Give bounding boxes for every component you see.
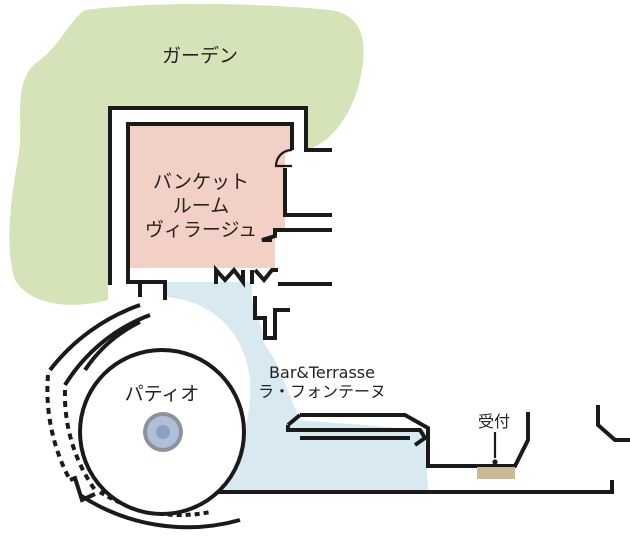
building-outer-wall <box>108 106 332 285</box>
bar-label-line2: ラ・フォンテーヌ <box>258 382 386 401</box>
reception-counter <box>477 467 515 479</box>
patio-door <box>69 475 96 503</box>
banquet-label-line1: バンケット <box>153 171 249 193</box>
patio-mid-ring <box>63 313 151 387</box>
fountain-center <box>156 425 170 439</box>
patio-inner-arc <box>83 320 141 372</box>
patio-label: パティオ <box>125 383 200 405</box>
reception-label: 受付 <box>478 412 510 431</box>
banquet-label-line3: ヴィラージュ <box>145 219 257 241</box>
building-east-wall <box>596 405 630 442</box>
bar-label-line1: Bar&Terrasse <box>269 363 375 382</box>
banquet-room-wall <box>126 122 294 297</box>
garden-area[interactable] <box>9 4 364 305</box>
bar-entry-wall <box>253 296 290 340</box>
banquet-bottom-wall <box>140 280 167 300</box>
banquet-east-wall <box>283 168 332 217</box>
banquet-doors <box>214 264 278 288</box>
banquet-label-line2: ルーム <box>173 195 229 217</box>
bar-counter <box>300 412 530 468</box>
banquet-door-arc <box>274 148 293 168</box>
reception-marker <box>492 459 498 465</box>
bar-counter-top <box>286 413 428 447</box>
garden-label: ガーデン <box>162 45 238 67</box>
patio-lower-ring <box>78 493 241 530</box>
patio-outer-ring <box>48 303 141 372</box>
banquet-room-area[interactable] <box>128 125 292 268</box>
banquet-lower-wall <box>261 228 332 242</box>
building-south-wall <box>210 480 614 494</box>
